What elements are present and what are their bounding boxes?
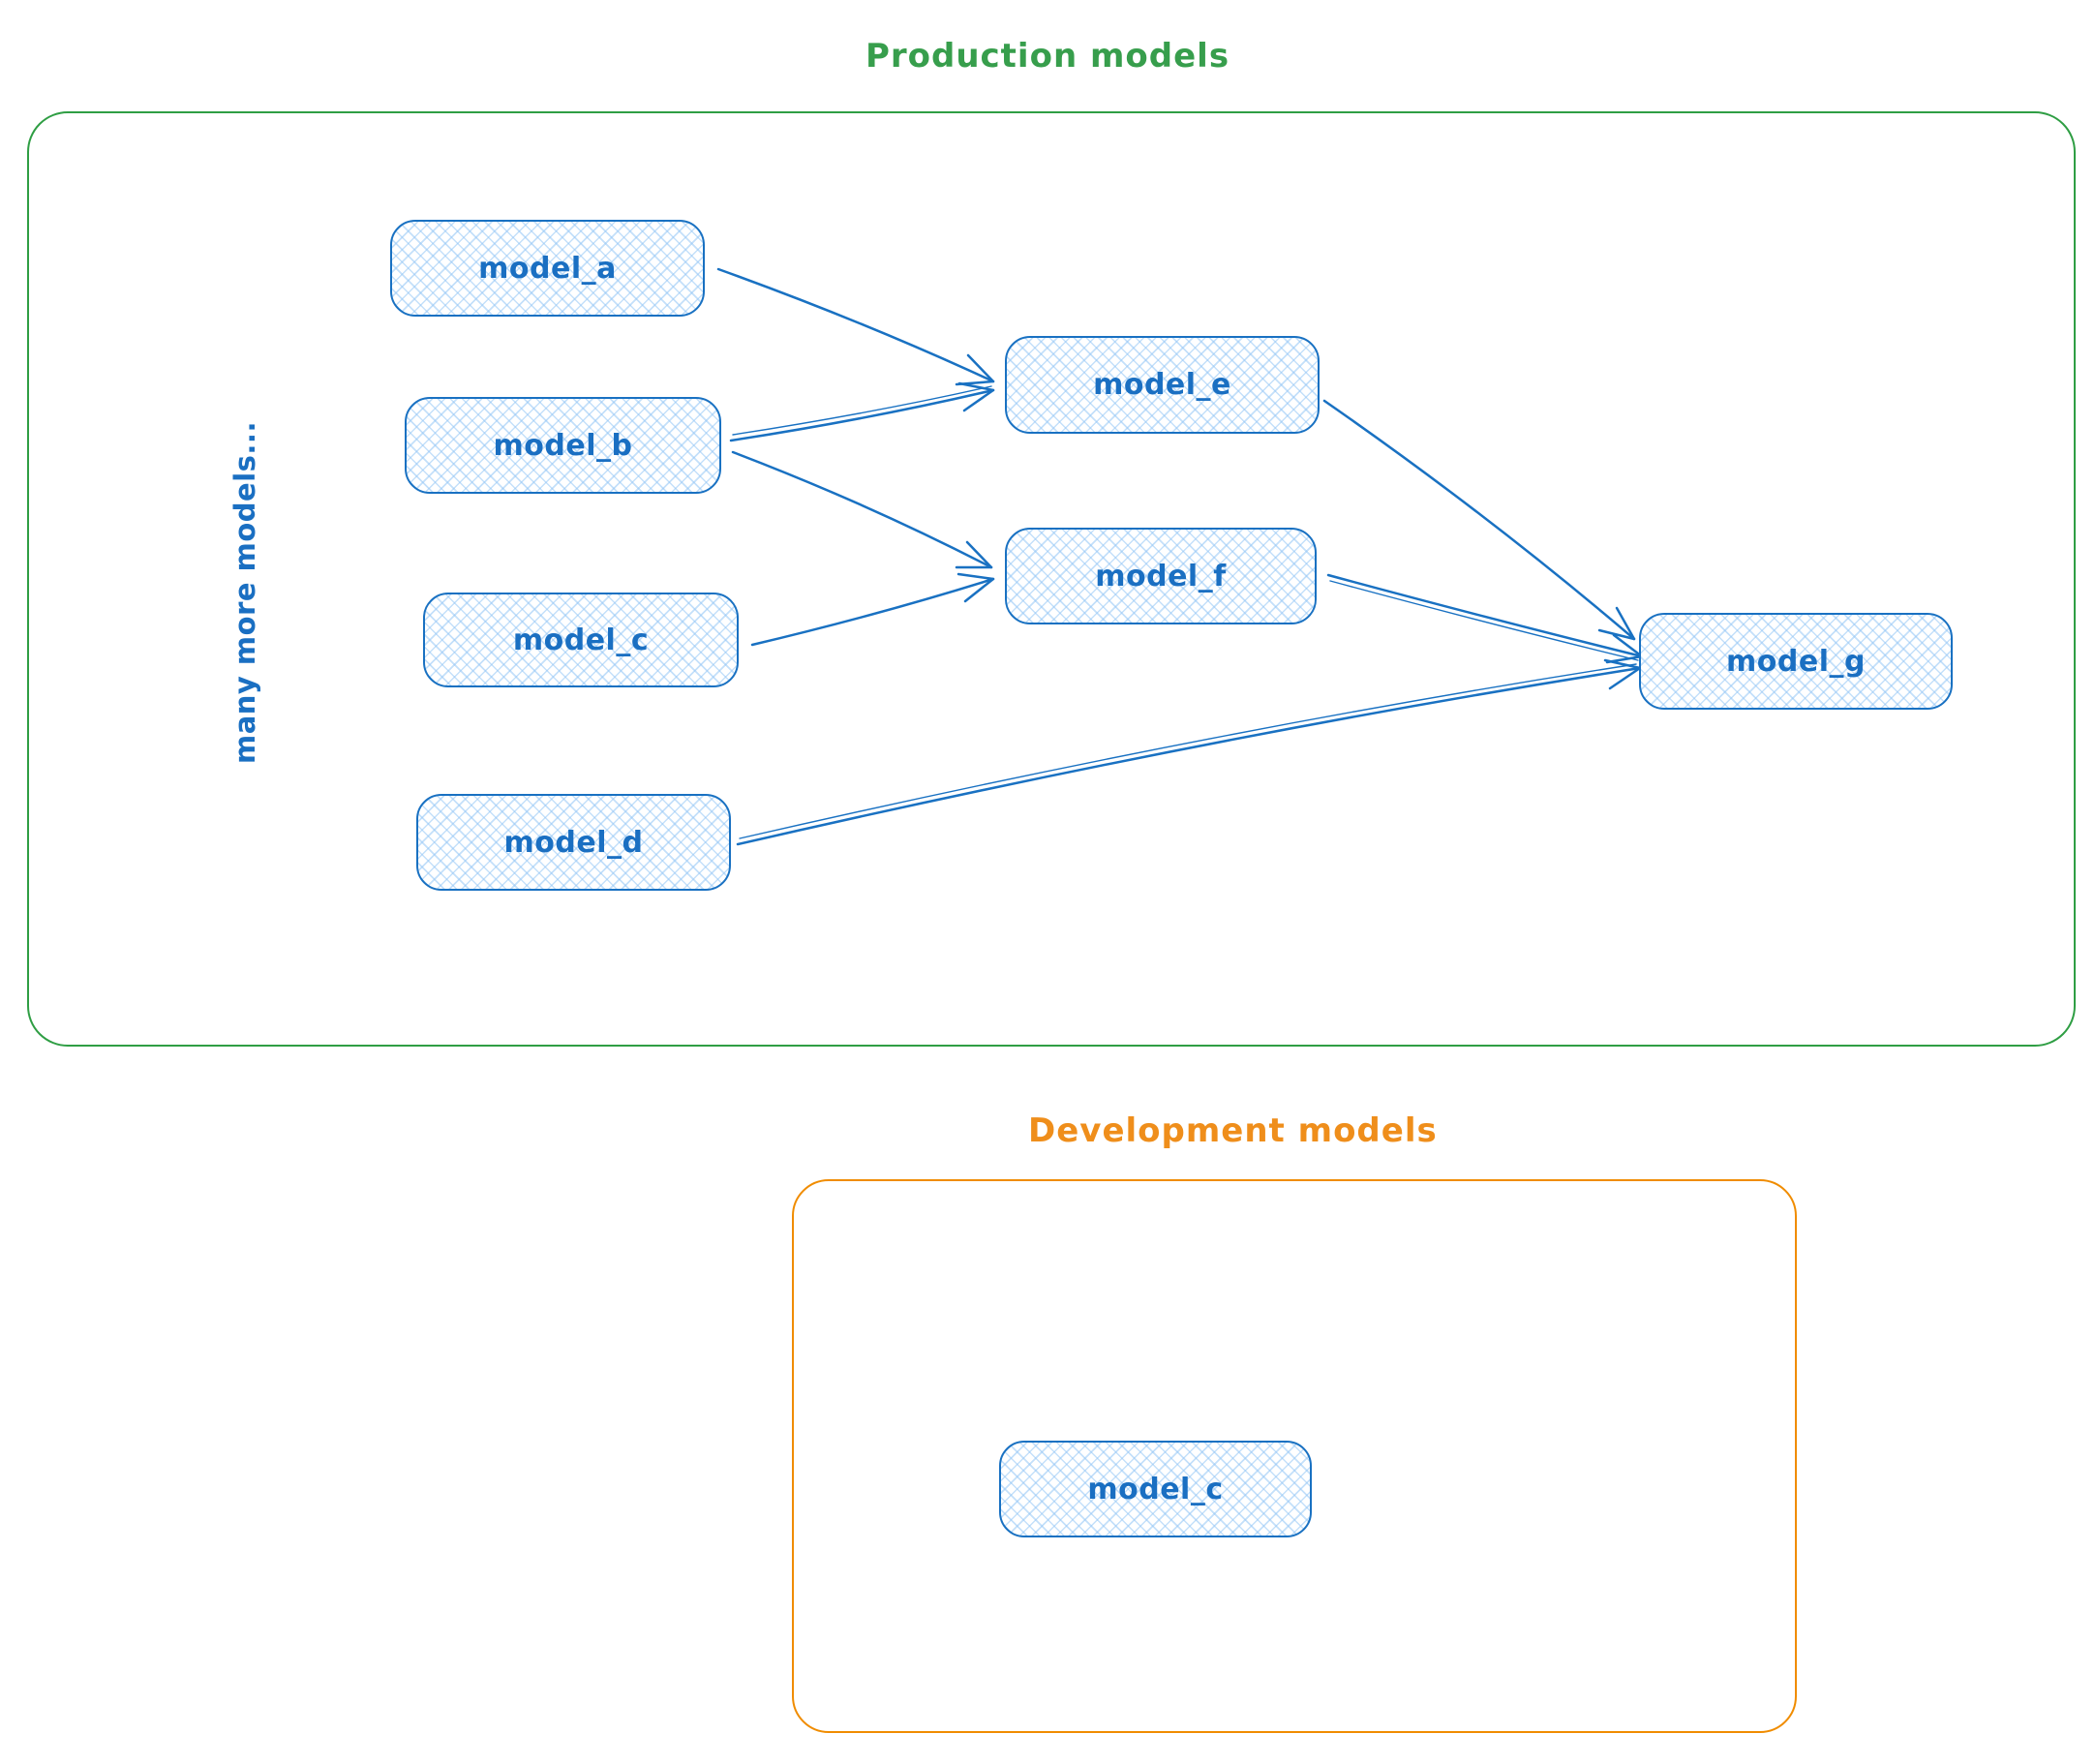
development-group-container xyxy=(792,1179,1797,1733)
production-group-container xyxy=(27,111,2076,1047)
node-model-c-dev-label: model_c xyxy=(1087,1472,1224,1506)
development-group-title: Development models xyxy=(1028,1111,1438,1150)
node-model-e-label: model_e xyxy=(1093,368,1231,402)
node-model-a: model_a xyxy=(390,220,705,317)
production-group-title: Production models xyxy=(865,37,1230,76)
node-model-c-dev: model_c xyxy=(999,1441,1312,1537)
node-model-c: model_c xyxy=(423,593,739,687)
many-more-models-note: many more models... xyxy=(228,421,261,764)
node-model-f: model_f xyxy=(1005,528,1317,624)
node-model-e: model_e xyxy=(1005,336,1320,434)
node-model-b: model_b xyxy=(405,397,721,494)
node-model-d: model_d xyxy=(416,794,731,891)
node-model-d-label: model_d xyxy=(503,825,644,860)
node-model-g: model_g xyxy=(1639,613,1953,710)
node-model-f-label: model_f xyxy=(1095,559,1227,593)
node-model-g-label: model_g xyxy=(1726,644,1866,679)
node-model-a-label: model_a xyxy=(478,251,617,286)
node-model-c-label: model_c xyxy=(512,623,650,657)
node-model-b-label: model_b xyxy=(493,428,633,463)
